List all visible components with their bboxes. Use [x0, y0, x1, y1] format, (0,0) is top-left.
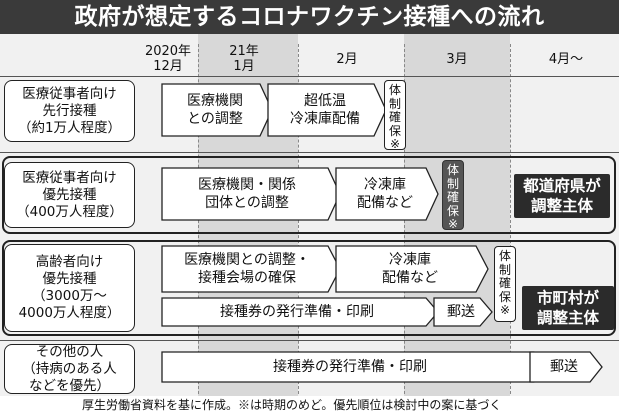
arrow-shape-r3s3 [161, 297, 439, 327]
row-label-others: その他の人 （持病のある人 などを優先） [4, 344, 135, 394]
source-footnote: 厚生労働省資料を基に作成。※は時期のめど。優先順位は検討中の案に基づく [0, 396, 619, 415]
month-header-mar: 3月 [446, 52, 468, 67]
gridline-april [510, 44, 511, 394]
arrow-shape-r2s2 [335, 167, 439, 221]
row-divider [0, 152, 619, 153]
system-ready-marker: 体 制 確 保 ※ [384, 80, 406, 151]
arrow-shape-r3s2 [335, 245, 489, 293]
row-label-healthcare-first: 医療従事者向け 先行接種 （約1万人程度） [4, 80, 135, 142]
header-divider [0, 76, 619, 77]
row-divider [0, 340, 619, 341]
row-label-healthcare-priority: 医療従事者向け 優先接種 （400万人程度） [4, 162, 135, 228]
system-ready-marker: 体 制 確 保 ※ [442, 160, 464, 231]
title-bar [0, 0, 619, 34]
row-label-elderly: 高齢者向け 優先接種 （3000万〜 4000万人程度） [4, 244, 135, 332]
month-header-jan-2021: 21年 1月 [229, 44, 259, 74]
month-header-feb: 2月 [336, 52, 358, 67]
system-ready-marker: 体 制 確 保 ※ [494, 246, 516, 322]
month-header-apr: 4月〜 [548, 52, 584, 67]
arrow-shape-r1s1 [161, 83, 273, 137]
month-header-dec-2020: 2020年 12月 [144, 44, 192, 74]
arrow-shape-r1s2 [267, 83, 387, 137]
arrow-shape-r2s1 [161, 167, 341, 221]
arrow-shape-r3s1 [161, 245, 341, 293]
arrow-shape-r4s2 [529, 351, 603, 383]
diagram-title: 政府が想定するコロナワクチン接種への流れ [74, 4, 545, 30]
arrow-shape-r3s4 [433, 297, 493, 327]
row-frame-healthcare-priority [2, 156, 616, 234]
prefecture-coordinator-box: 都道府県が 調整主体 [514, 174, 610, 218]
municipality-coordinator-box: 市町村が 調整主体 [522, 286, 614, 330]
row-frame-elderly [2, 240, 616, 336]
